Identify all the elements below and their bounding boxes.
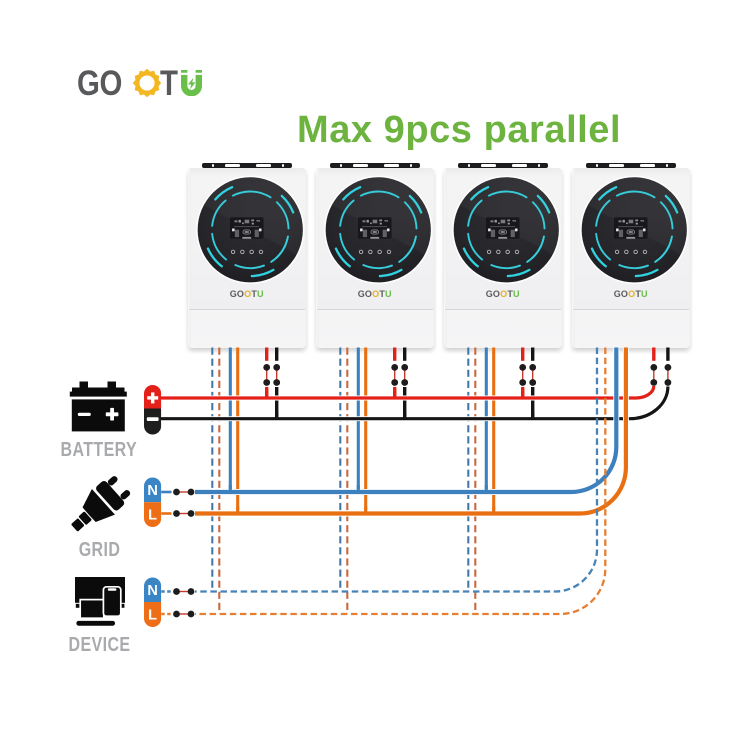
svg-text:L: L xyxy=(148,507,157,523)
svg-text:N: N xyxy=(147,583,157,599)
svg-text:N: N xyxy=(147,483,157,499)
svg-text:L: L xyxy=(148,607,157,623)
